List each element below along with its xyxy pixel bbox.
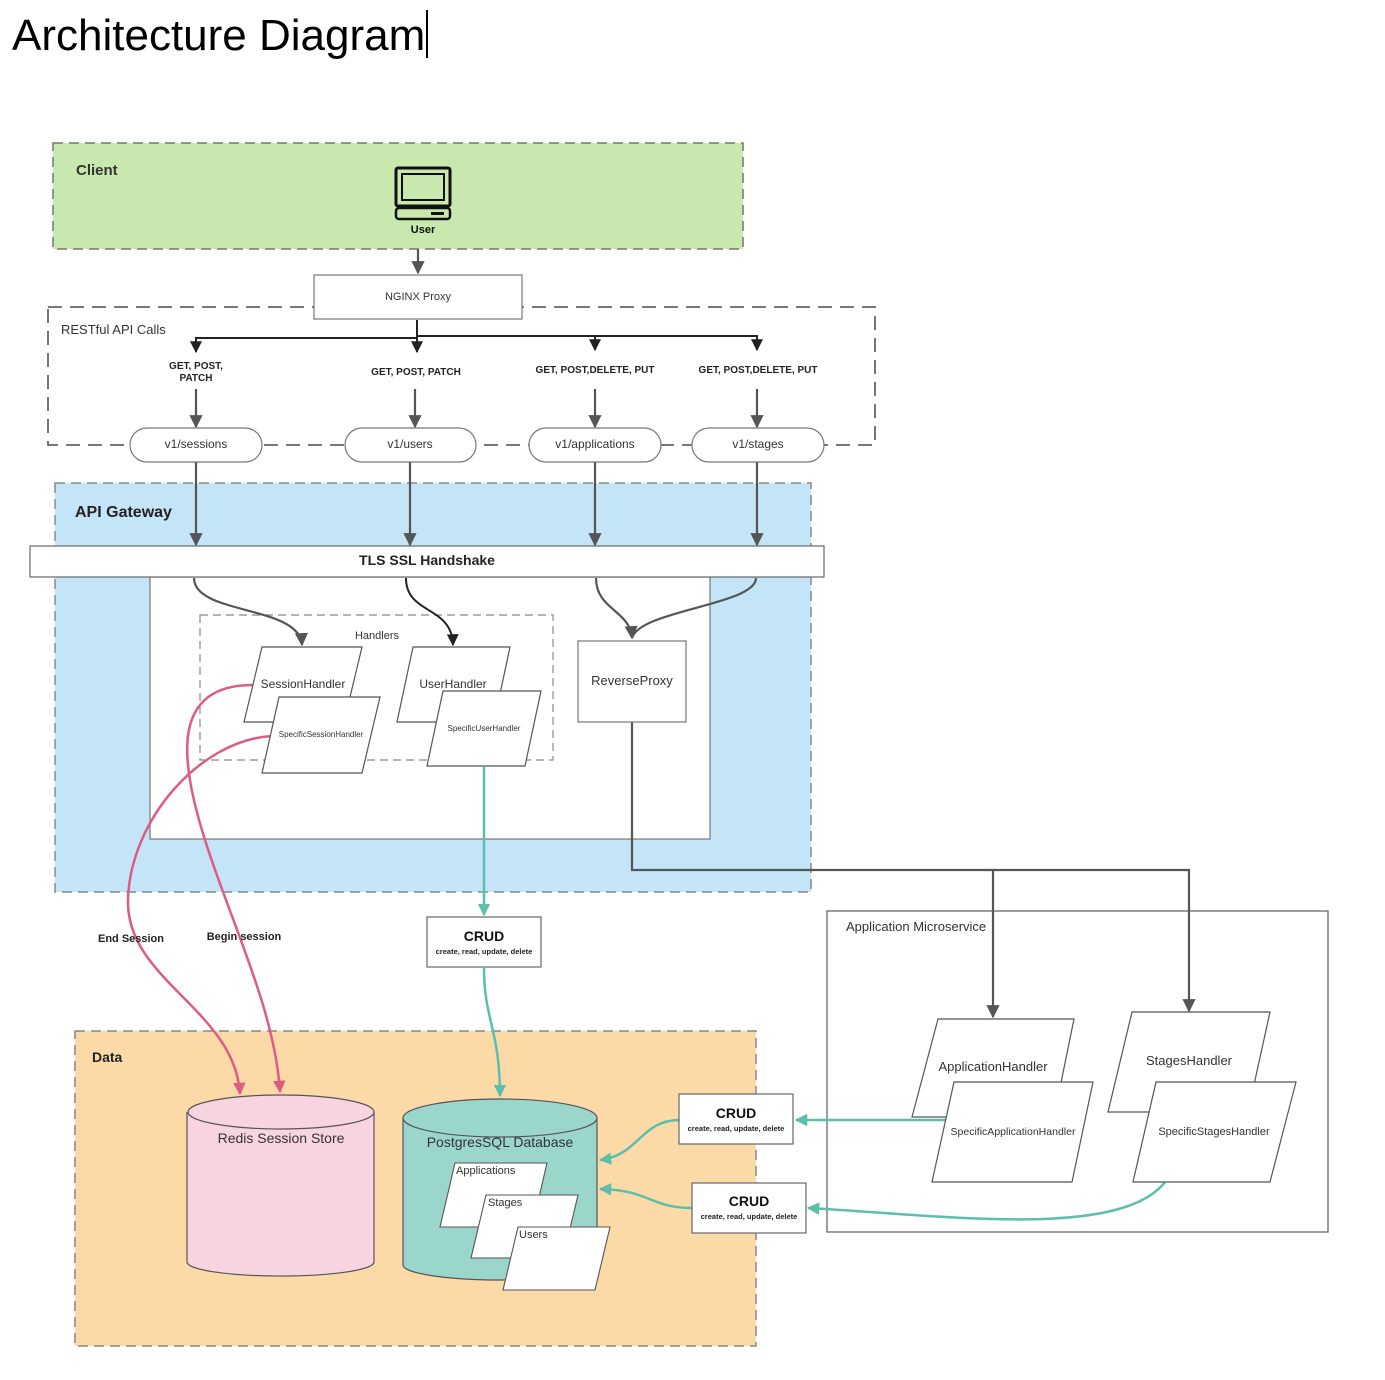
handlers-box [199, 614, 554, 761]
crud-stages-node[interactable]: CRUD create, read, update, delete [691, 1182, 807, 1234]
handlers-label: Handlers [355, 630, 400, 642]
reverse-proxy-label: ReverseProxy [591, 673, 673, 688]
client-label: Client [76, 162, 118, 179]
specific-application-handler-label: SpecificApplicationHandler [951, 1126, 1076, 1138]
specific-application-handler-node[interactable]: SpecificApplicationHandler [931, 1081, 1094, 1183]
nginx-proxy-label: NGINX Proxy [385, 291, 452, 303]
endpoint-stages-label: v1/stages [732, 437, 783, 451]
client-container: Client User [52, 142, 744, 250]
endpoint-sessions[interactable]: v1/sessions [129, 427, 263, 463]
specific-session-handler-node[interactable]: SpecificSessionHandler [261, 696, 381, 774]
restful-container: RESTful API Calls [47, 306, 876, 446]
users-methods: GET, POST, PATCH [371, 367, 461, 378]
endpoint-sessions-label: v1/sessions [165, 437, 228, 451]
applications-methods: GET, POST,DELETE, PUT [536, 365, 655, 376]
endpoint-stages[interactable]: v1/stages [691, 427, 825, 463]
nginx-proxy-node[interactable]: NGINX Proxy [313, 274, 523, 320]
specific-user-handler-node[interactable]: SpecificUserHandler [426, 690, 542, 767]
redis-store-node[interactable]: Redis Session Store [186, 1094, 375, 1277]
crud-applications-node[interactable]: CRUD create, read, update, delete [678, 1093, 794, 1145]
crud-users-subtitle: create, read, update, delete [436, 947, 533, 956]
edge-reverse-proxy-to-application-handler [630, 722, 1000, 1019]
edge-crud-to-postgres-applications [598, 1118, 681, 1165]
edge-stages-handler-to-crud [806, 1181, 1166, 1221]
gateway-label: API Gateway [75, 504, 172, 521]
postgres-label: PostgresSQL Database [427, 1134, 574, 1150]
crud-applications-subtitle: create, read, update, delete [688, 1124, 785, 1133]
edge-tls-stages-to-reverse-proxy [630, 577, 758, 639]
page-title-text: Architecture Diagram [12, 11, 426, 60]
redis-label: Redis Session Store [218, 1130, 345, 1146]
endpoint-applications-label: v1/applications [555, 437, 634, 451]
crud-stages-title: CRUD [729, 1193, 769, 1209]
specific-stages-handler-label: SpecificStagesHandler [1158, 1126, 1270, 1138]
table-stages-label: Stages [488, 1197, 523, 1209]
edge-end-session [126, 734, 273, 1096]
edge-begin-session [186, 683, 286, 1094]
client-box [52, 142, 744, 250]
microservice-label: Application Microservice [846, 919, 986, 934]
restful-label: RESTful API Calls [61, 322, 166, 337]
edge-tls-to-session-handler [192, 577, 308, 647]
edge-reverse-proxy-to-stages-handler [993, 868, 1196, 1013]
sessions-methods-line1: GET, POST, [169, 361, 223, 372]
user-handler-label: UserHandler [419, 677, 486, 691]
table-applications-label: Applications [456, 1165, 516, 1177]
restful-box [47, 306, 876, 446]
end-session-label: End Session [98, 933, 164, 945]
reverse-proxy-node[interactable]: ReverseProxy [577, 640, 687, 723]
specific-user-handler-label: SpecificUserHandler [448, 724, 521, 733]
table-users-label: Users [519, 1229, 548, 1241]
endpoint-users[interactable]: v1/users [344, 427, 477, 463]
edge-crud-to-postgres-stages [598, 1182, 693, 1210]
endpoint-users-label: v1/users [387, 437, 432, 451]
postgres-db-node[interactable]: PostgresSQL Database Applications Stages… [402, 1098, 611, 1291]
edge-tls-to-user-handler [405, 577, 459, 647]
session-handler-label: SessionHandler [261, 677, 346, 691]
stages-handler-label: StagesHandler [1146, 1053, 1233, 1068]
specific-stages-handler-node[interactable]: SpecificStagesHandler [1132, 1081, 1297, 1183]
edge-proxy-to-sessions-method [190, 320, 418, 354]
edge-proxy-to-stages-method [416, 320, 763, 352]
tls-bar [29, 545, 825, 578]
page-title[interactable]: Architecture Diagram [12, 8, 429, 64]
endpoint-applications[interactable]: v1/applications [528, 427, 662, 463]
crud-stages-subtitle: create, read, update, delete [701, 1212, 798, 1221]
application-handler-label: ApplicationHandler [938, 1059, 1048, 1074]
data-label: Data [92, 1049, 123, 1065]
crud-users-title: CRUD [464, 928, 504, 944]
sessions-methods-line2: PATCH [180, 373, 213, 384]
stages-methods: GET, POST,DELETE, PUT [699, 365, 818, 376]
table-users: Users [502, 1226, 611, 1291]
computer-icon [394, 166, 452, 221]
tls-label: TLS SSL Handshake [359, 552, 495, 568]
edge-crud-to-postgres [482, 967, 507, 1098]
text-caret [426, 10, 429, 58]
user-label: User [411, 224, 436, 236]
edge-tls-applications-to-reverse-proxy [594, 577, 638, 640]
specific-session-handler-label: SpecificSessionHandler [279, 730, 364, 739]
crud-applications-title: CRUD [716, 1105, 756, 1121]
begin-session-label: Begin session [207, 931, 282, 943]
crud-users-node[interactable]: CRUD create, read, update, delete [426, 916, 542, 968]
